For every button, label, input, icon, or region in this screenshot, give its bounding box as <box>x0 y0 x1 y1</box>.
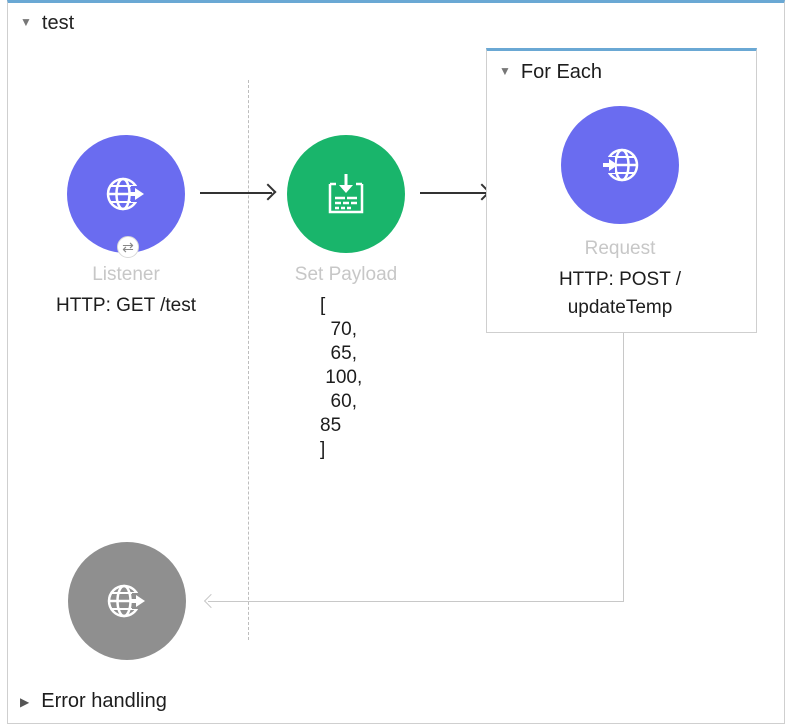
flow-header[interactable]: ▼ test <box>20 12 74 35</box>
source-divider <box>248 80 249 640</box>
set-payload-node[interactable] <box>287 135 405 253</box>
globe-arrow-icon <box>107 584 145 618</box>
payload-value: [ 70, 65, 100, 60, 85 ] <box>320 294 362 462</box>
payload-line: 60, <box>320 391 357 412</box>
response-connector <box>623 333 624 601</box>
error-handling-label: Error handling <box>41 690 167 712</box>
for-each-header[interactable]: ▼ For Each <box>499 61 602 84</box>
payload-line: [ <box>320 295 326 316</box>
collapse-icon[interactable]: ▼ <box>499 63 511 78</box>
request-detail-line2: updateTemp <box>567 297 673 318</box>
globe-arrow-icon <box>603 148 639 182</box>
flow-arrow <box>200 192 272 194</box>
flow-name: test <box>41 12 75 34</box>
flow-canvas <box>7 0 785 724</box>
payload-line: 65, <box>320 343 357 364</box>
request-detail-line1: HTTP: POST / <box>558 269 682 290</box>
listener-detail: HTTP: GET /test <box>55 295 197 316</box>
listener-node[interactable] <box>67 135 185 253</box>
payload-line: 70, <box>320 319 357 340</box>
set-payload-icon <box>328 174 364 214</box>
payload-line: ] <box>320 439 326 460</box>
error-handling-section[interactable]: ▶ Error handling <box>20 690 167 713</box>
set-payload-title: Set Payload <box>294 264 398 285</box>
globe-arrow-icon <box>106 177 144 211</box>
listener-title: Listener <box>92 264 160 285</box>
payload-line: 85 <box>320 415 342 436</box>
sync-icon: ⇄ <box>117 236 139 258</box>
payload-line: 100, <box>320 367 363 388</box>
for-each-label: For Each <box>520 61 603 83</box>
request-title: Request <box>584 238 656 259</box>
request-node[interactable] <box>561 106 679 224</box>
listener-response-node[interactable] <box>68 542 186 660</box>
response-connector <box>208 601 624 602</box>
collapse-icon[interactable]: ▼ <box>20 14 32 29</box>
flow-arrow <box>420 192 486 194</box>
expand-icon[interactable]: ▶ <box>20 694 30 709</box>
